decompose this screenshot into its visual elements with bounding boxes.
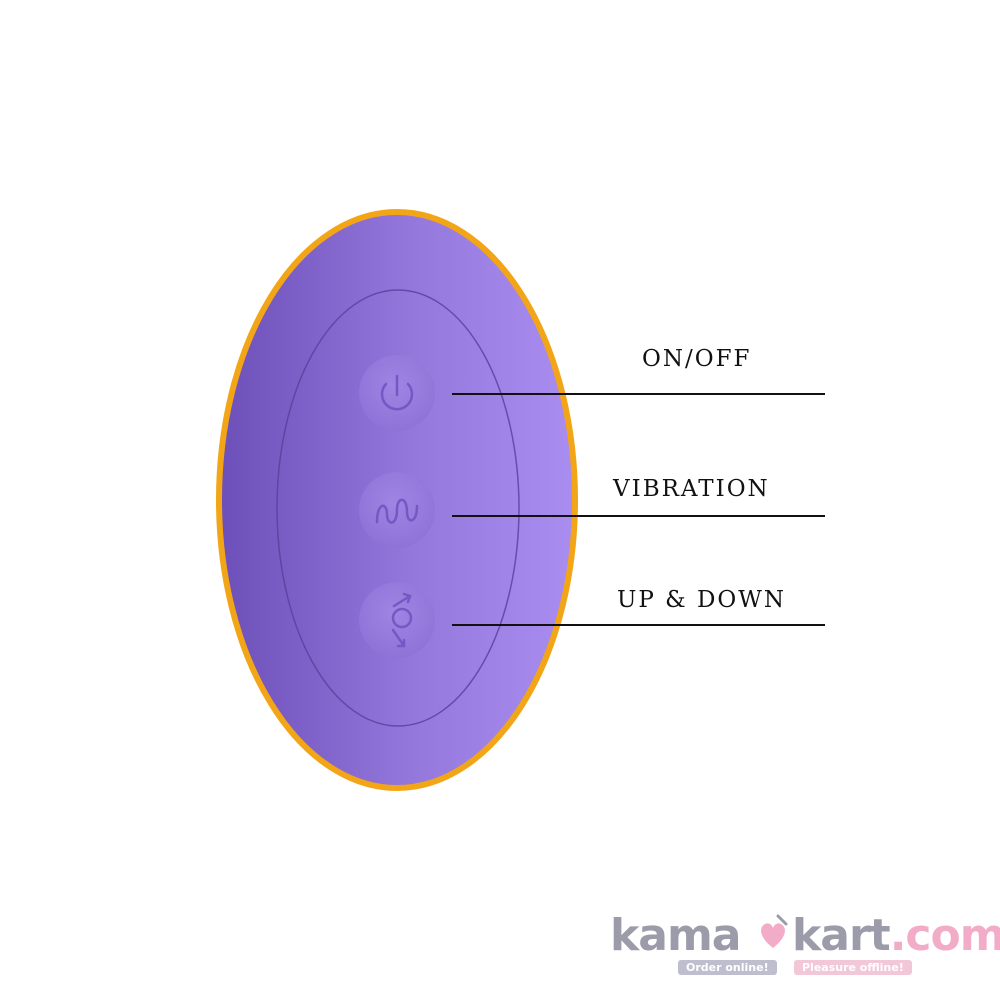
vibration-button[interactable] [359,472,435,548]
wave-icon [375,498,419,524]
brand-watermark: kama kart.com Order online! Pleasure off… [608,908,1000,980]
up-down-button[interactable] [359,582,435,658]
watermark-brand-right: kart.com [792,910,1000,961]
up-down-arrows-icon [391,592,413,648]
vibration-label: VIBRATION [613,476,770,502]
watermark-brand-left: kama [610,910,741,961]
power-button[interactable] [359,355,435,431]
on-off-label: ON/OFF [642,346,752,372]
watermark-brand-suffix: .com [889,910,1000,961]
button-panel [276,289,520,727]
watermark-brand-kart: kart [792,910,891,961]
power-icon [380,374,414,411]
watermark-tagline-right: Pleasure offline! [794,960,912,975]
up-down-label: UP & DOWN [617,587,787,613]
heart-logo-icon [761,914,788,948]
watermark-tagline-left: Order online! [678,960,777,975]
